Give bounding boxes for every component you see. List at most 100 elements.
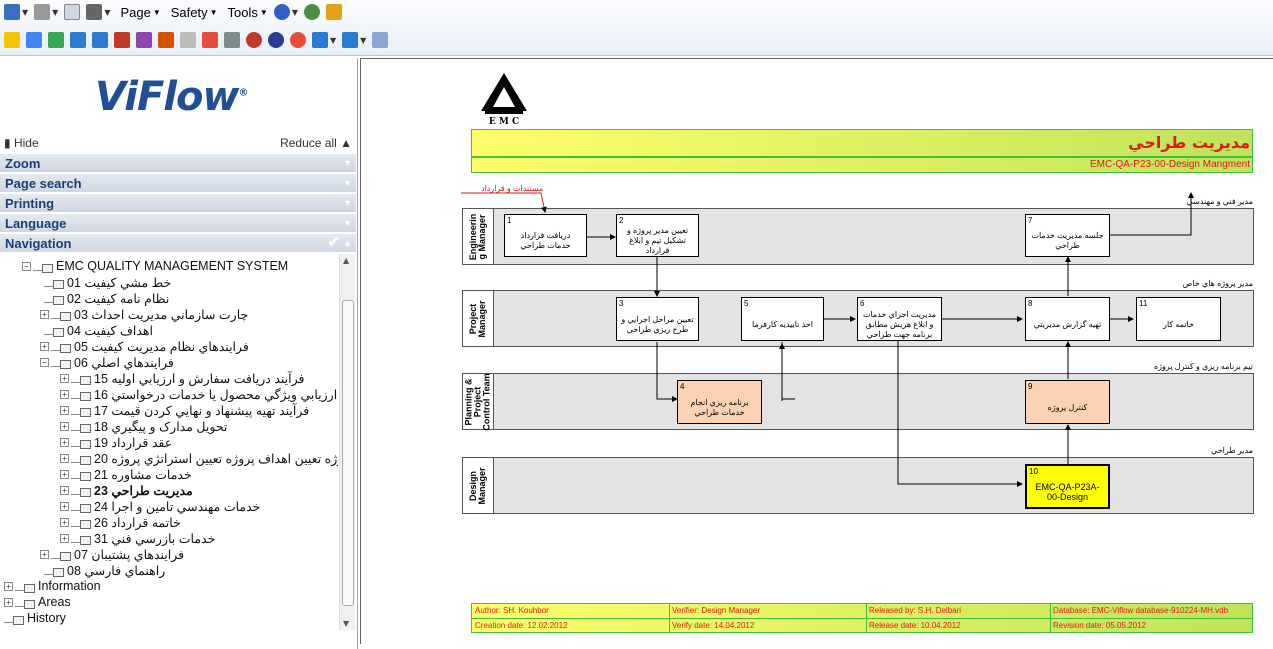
tree-item[interactable]: +خاتمه قرارداد 26	[60, 514, 181, 530]
scroll-up-icon[interactable]: ▲	[343, 256, 350, 265]
rss-feed-icon[interactable]	[34, 4, 51, 20]
chevron-up-icon: ▲	[343, 238, 352, 248]
page-icon[interactable]	[70, 32, 86, 48]
mail-icon[interactable]	[64, 4, 81, 20]
tree-item[interactable]: +فرايندهاي نظام مديريت کيفيت 05	[40, 338, 249, 354]
expand-icon[interactable]: +	[60, 389, 69, 399]
tree-item[interactable]: نظام نامه کيفيت 02	[44, 290, 169, 306]
expand-icon[interactable]: +	[40, 341, 49, 351]
printing-section[interactable]: Printing▼	[0, 194, 356, 213]
tree-item[interactable]: +خدمات مهندسي تامين و اجرا 24	[60, 498, 260, 514]
chevron-down-icon[interactable]: ▼	[104, 7, 111, 17]
scroll-down-icon[interactable]: ▼	[343, 619, 350, 628]
tree-item[interactable]: +خدمات مشاوره 21	[60, 466, 192, 482]
globe-icon[interactable]	[268, 32, 284, 48]
tree-item[interactable]: +تحويل مدارک و پيگيري 18	[60, 418, 227, 434]
tools-icon[interactable]	[224, 32, 240, 48]
expand-icon[interactable]: +	[60, 437, 69, 447]
badge-icon[interactable]	[290, 32, 306, 48]
chevron-down-icon[interactable]: ▼	[22, 7, 29, 17]
tree-information[interactable]: +Information	[4, 578, 101, 594]
lane-role: مدير طراحي	[1211, 446, 1253, 455]
tree-item[interactable]: +فرايندهاي پشتيبان 07	[40, 546, 184, 562]
expand-icon[interactable]: +	[60, 533, 69, 543]
chart-icon[interactable]	[114, 32, 130, 48]
tools-menu[interactable]: Tools▼	[227, 4, 268, 20]
tree-item[interactable]: اهداف کيفيت 04	[44, 322, 153, 338]
page-icon[interactable]	[312, 32, 328, 48]
expand-icon[interactable]: +	[60, 501, 69, 511]
chevron-down-icon[interactable]: ▼	[52, 7, 59, 17]
chevron-down-icon[interactable]: ▼	[360, 35, 367, 45]
home-icon[interactable]	[4, 4, 20, 20]
chart-icon[interactable]	[158, 32, 174, 48]
tree-item[interactable]: +خدمات بازرسي فني 31	[60, 530, 215, 546]
collapse-icon[interactable]: −	[22, 261, 31, 271]
help-icon[interactable]	[273, 4, 290, 20]
tree-item[interactable]: −فرايندهاي اصلي 06	[40, 354, 174, 370]
expand-icon[interactable]: +	[60, 405, 69, 415]
page-icon[interactable]	[342, 32, 359, 48]
tree-item-selected[interactable]: +مديريت طراحي 23	[60, 482, 193, 498]
safety-menu[interactable]: Safety▼	[170, 4, 218, 20]
expand-icon[interactable]: +	[60, 421, 69, 431]
tree-item[interactable]: +عقد قرارداد 19	[60, 434, 172, 450]
chevron-down-icon[interactable]: ▼	[330, 35, 337, 45]
expand-icon[interactable]: +	[60, 373, 69, 383]
tree-item[interactable]: +و ارزيابي ويژگي محصول يا خدمات درخواستي…	[60, 386, 338, 402]
tree-item[interactable]: راهنماي فارسي 08	[44, 562, 165, 578]
tree-root[interactable]: −EMC QUALITY MANAGEMENT SYSTEM	[22, 258, 288, 274]
collapse-icon[interactable]: −	[40, 357, 49, 367]
expand-icon[interactable]: +	[4, 581, 13, 591]
page-menu[interactable]: Page▼	[120, 4, 161, 20]
messenger-icon[interactable]	[303, 4, 320, 20]
tree-areas[interactable]: +Areas	[4, 594, 71, 610]
navigation-section[interactable]: Navigation✔▲	[0, 234, 356, 253]
expand-icon[interactable]: +	[60, 453, 69, 463]
tree-scrollbar[interactable]: ▲ ▼	[339, 254, 355, 630]
tree-item[interactable]: +چارت سازماني مديريت احداث 03	[40, 306, 248, 322]
tree-item[interactable]: +فرآيند تهيه پيشنهاد و نهايي کردن قيمت 1…	[60, 402, 309, 418]
expand-icon[interactable]: +	[60, 485, 69, 495]
print-icon[interactable]	[86, 4, 103, 20]
favorites-icon[interactable]	[4, 32, 20, 48]
page-search-section[interactable]: Page search▼	[0, 174, 356, 193]
chart-icon[interactable]	[136, 32, 152, 48]
scroll-thumb[interactable]	[342, 300, 354, 606]
google-icon[interactable]	[48, 32, 64, 48]
tree-history[interactable]: History	[4, 610, 66, 626]
badge-icon[interactable]	[246, 32, 262, 48]
hide-button[interactable]: ▮ Hide	[4, 136, 39, 150]
language-section[interactable]: Language▼	[0, 214, 356, 233]
chevron-down-icon[interactable]: ▼	[291, 7, 298, 17]
expand-icon[interactable]: +	[60, 517, 69, 527]
lane-role: مدير فني و مهندسي	[1186, 197, 1253, 206]
expand-icon[interactable]: +	[40, 549, 49, 559]
zoom-section[interactable]: Zoom▼	[0, 154, 356, 173]
lane-header: Project Manager	[463, 291, 494, 346]
expand-icon[interactable]: +	[60, 469, 69, 479]
expand-icon[interactable]: +	[40, 309, 49, 319]
viflow-icon[interactable]	[372, 32, 389, 48]
expand-icon[interactable]: +	[4, 597, 13, 607]
tv-icon[interactable]	[202, 32, 218, 48]
tree-item[interactable]: +پروژه تعيين اهداف پروژه تعيين استراتژي …	[60, 450, 338, 466]
reduce-all-button[interactable]: Reduce all ▲	[280, 136, 352, 150]
page-icon[interactable]	[92, 32, 108, 48]
research-icon[interactable]	[325, 4, 342, 20]
tools-icon[interactable]	[180, 32, 196, 48]
tree-item[interactable]: خط مشي کيفيت 01	[44, 274, 171, 290]
google-icon[interactable]	[26, 32, 42, 48]
tree-item[interactable]: +فرآيند دريافت سفارش و ارزيابي اوليه 15	[60, 370, 305, 386]
